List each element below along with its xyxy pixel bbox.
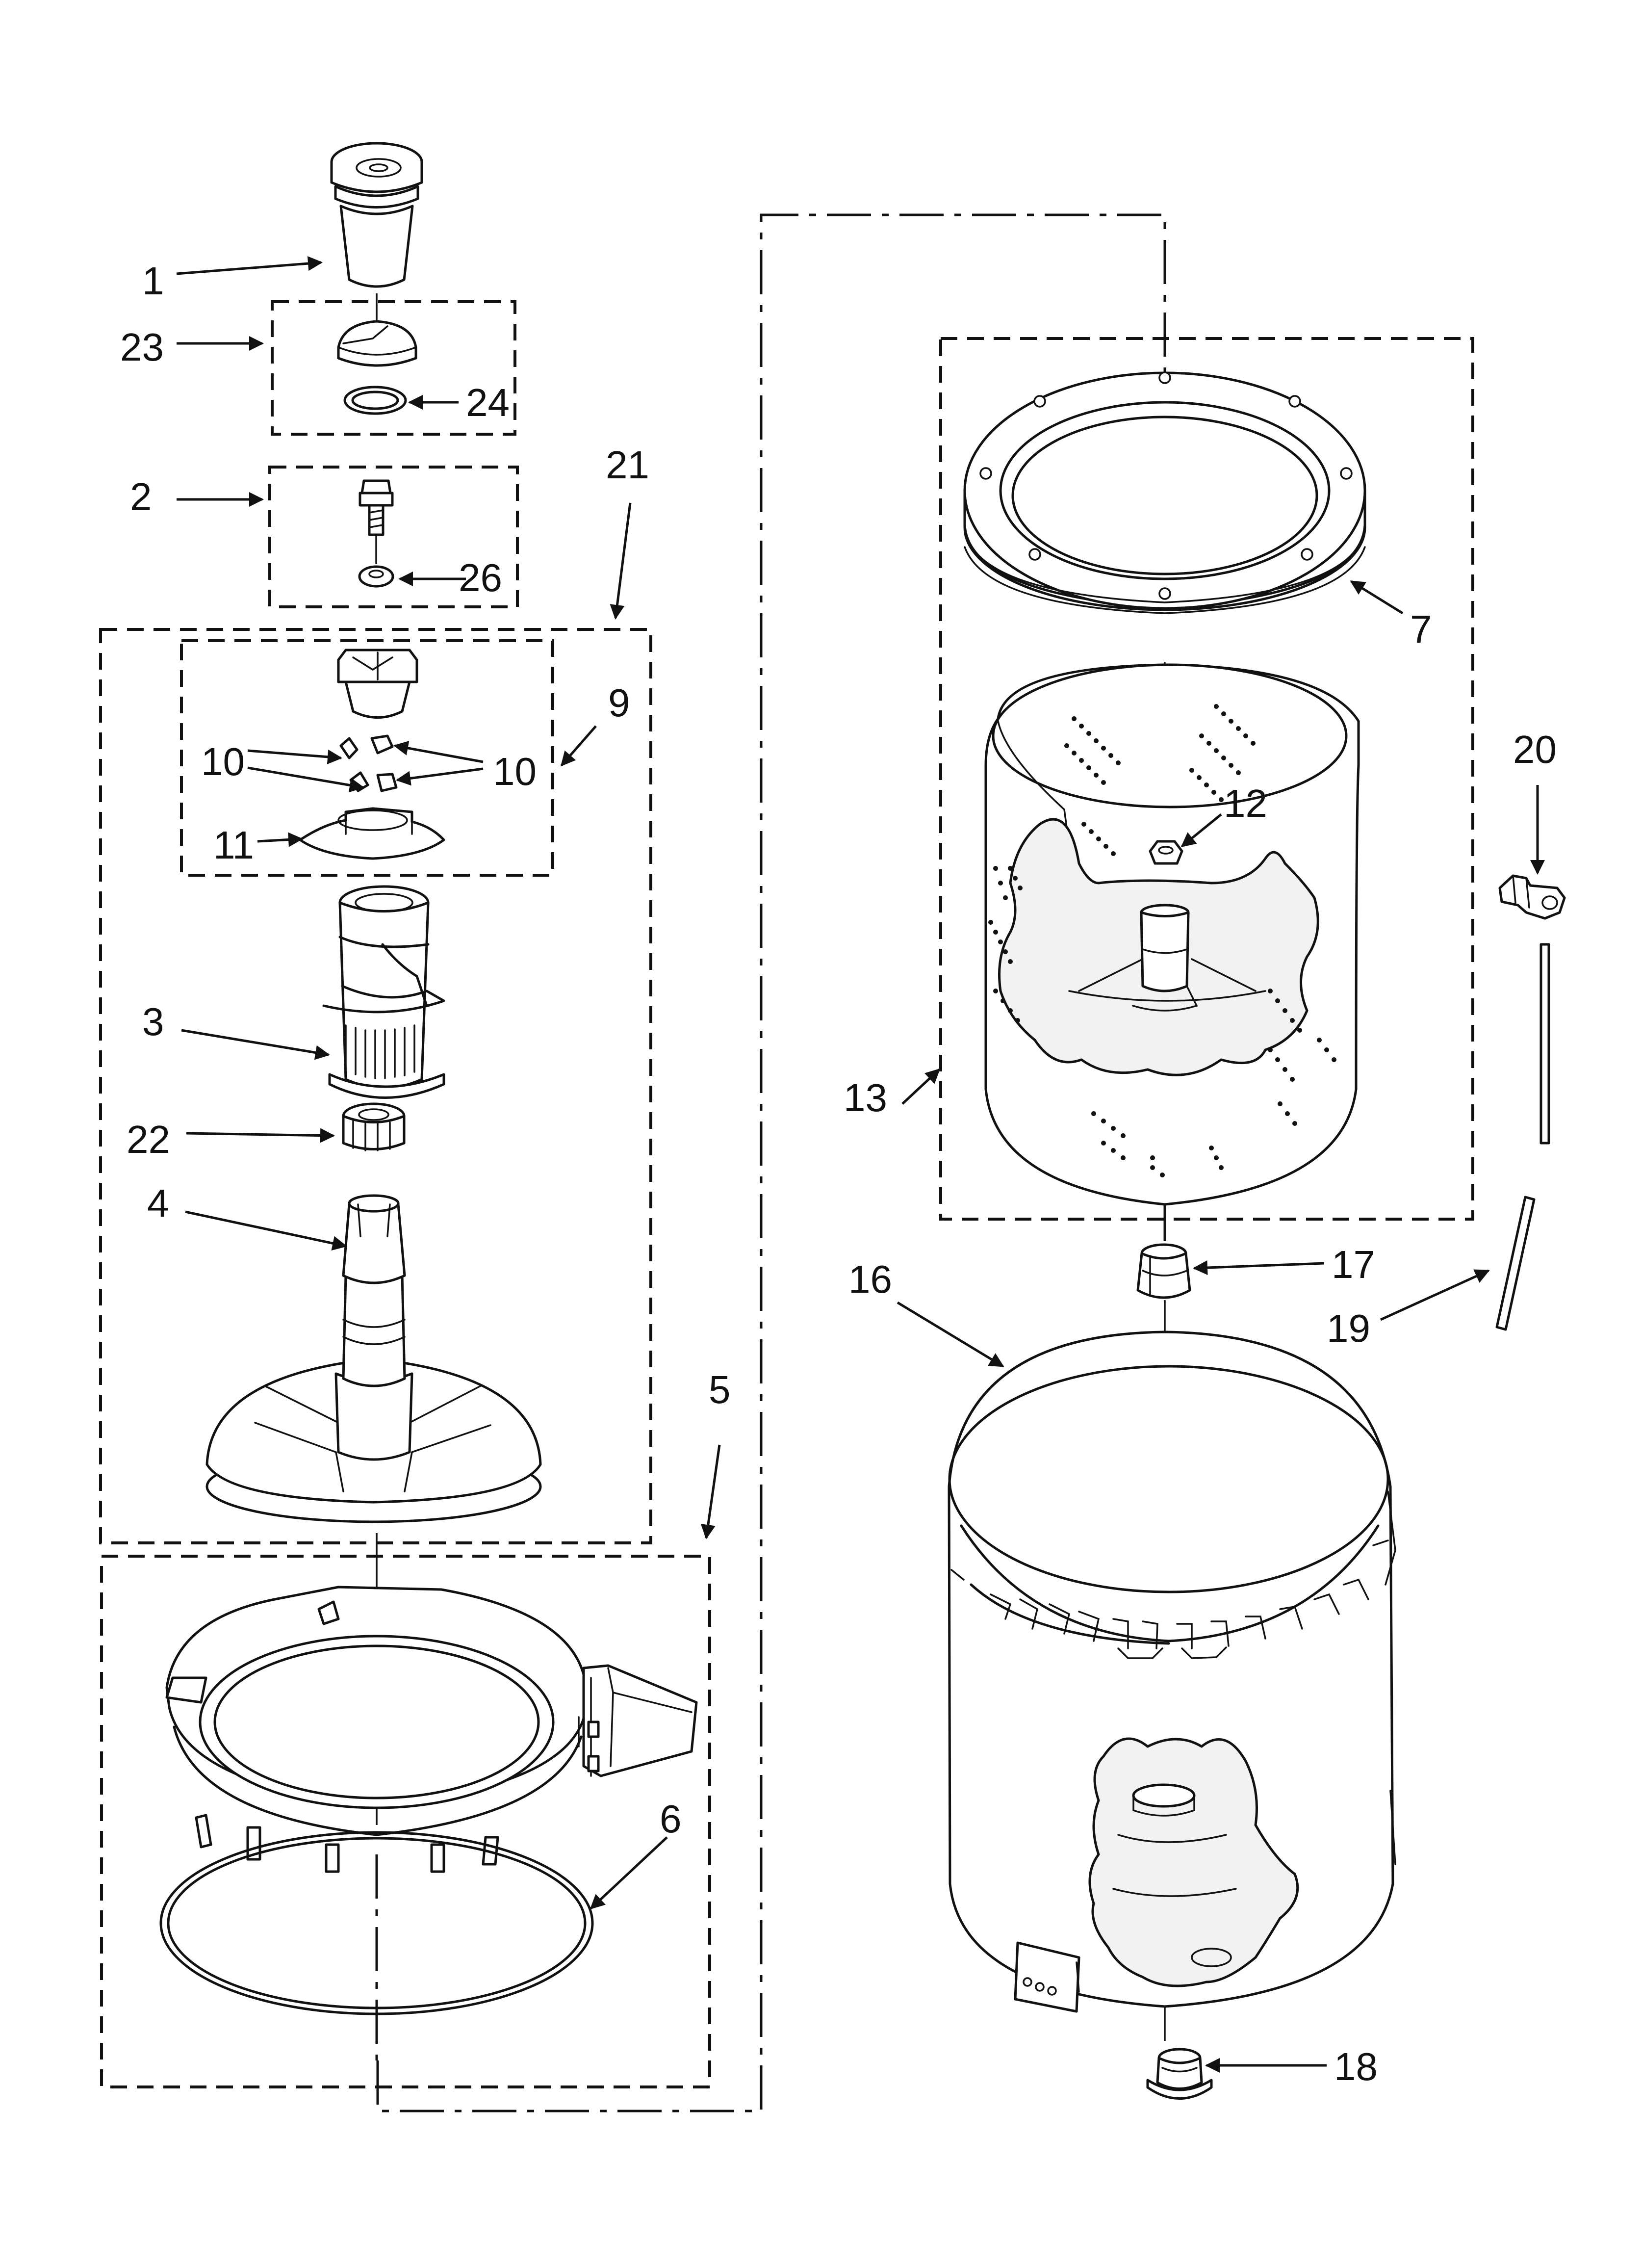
o-ring: [343, 386, 407, 415]
callout-10-right: 10: [493, 750, 537, 793]
callout-11: 11: [213, 823, 254, 867]
leader-arrows: [176, 256, 1545, 2073]
callout-17: 17: [1332, 1243, 1375, 1286]
callout-10-left: 10: [201, 740, 245, 783]
callout-9: 9: [608, 681, 630, 725]
tub-drain-fitting: [1146, 2048, 1213, 2100]
callout-4: 4: [147, 1181, 169, 1225]
callout-6: 6: [660, 1797, 682, 1841]
callout-12: 12: [1224, 782, 1267, 825]
agitator-dogs: [339, 734, 398, 792]
group-box-21: [99, 628, 652, 1544]
callout-2: 2: [130, 475, 152, 519]
hose-clamp: [1498, 874, 1566, 920]
group-box-5: [100, 1555, 711, 2088]
callout-20: 20: [1513, 728, 1557, 771]
agitator-cap: [337, 293, 417, 367]
callout-26: 26: [459, 556, 502, 600]
callout-19: 19: [1327, 1306, 1370, 1350]
callout-16: 16: [848, 1257, 892, 1301]
callout-1: 1: [142, 259, 164, 303]
outer-tub: [948, 1330, 1396, 2013]
tub-ring: [165, 1586, 698, 1873]
callout-5: 5: [709, 1368, 731, 1411]
callout-numbers: 1 23 24 2 26 21 9 10 10 11 3 22 4 5 6 7 …: [120, 259, 1557, 2088]
ratchet-ring: [299, 807, 445, 860]
tub-cover-ring: [963, 371, 1366, 614]
callout-23: 23: [120, 325, 164, 369]
callout-7: 7: [1410, 607, 1432, 651]
group-box-13: [939, 337, 1474, 1221]
callout-18: 18: [1334, 2045, 1378, 2088]
callout-22: 22: [127, 1118, 170, 1161]
callout-21: 21: [606, 443, 649, 487]
pressure-hose: [1495, 943, 1550, 1331]
wash-basket: [984, 663, 1360, 1206]
basket-perforations: [988, 704, 1336, 1177]
agitator-bolt: [359, 479, 394, 536]
basket-hub-bushing: [1136, 1243, 1191, 1299]
group-box-23: [271, 300, 516, 436]
tub-balance-slots: [990, 1578, 1369, 1659]
group-box-9: [180, 639, 554, 877]
agitator-base: [205, 1194, 542, 1523]
agitator-auger: [322, 885, 445, 1099]
basket-drive-nut: [1149, 840, 1183, 865]
connector-line: [376, 213, 1166, 2112]
callout-24: 24: [466, 381, 510, 424]
agitator-cam: [337, 649, 418, 719]
washer: [358, 535, 394, 588]
callout-3: 3: [142, 1000, 164, 1043]
fabric-softener-dispenser: [330, 142, 423, 288]
group-box-2: [268, 466, 519, 608]
tub-seal: [159, 1831, 594, 2015]
callout-13: 13: [844, 1076, 887, 1120]
agitator-drive-bell: [342, 1102, 406, 1151]
